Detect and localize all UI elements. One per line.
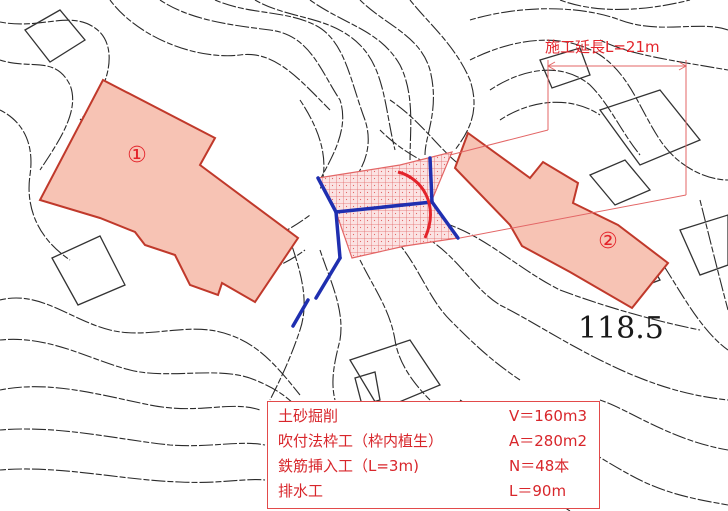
table-row: 吹付法枠工（枠内植生） A＝280m2 [278, 430, 598, 452]
table-row: 土砂掘削 V＝160m3 [278, 405, 598, 427]
building-2-footprint [453, 131, 670, 310]
length-dimension [449, 60, 688, 239]
work-item-quantity: N＝48本 [509, 457, 570, 475]
construction-length-label: 施工延長L=21m [545, 38, 660, 56]
elevation-label: 118.5 [578, 311, 664, 346]
building-1-marker: ① [127, 143, 147, 168]
table-row: 排水工 L＝90m [278, 480, 598, 502]
work-item-quantity: A＝280m2 [509, 432, 588, 450]
work-item-quantity: L＝90m [509, 482, 567, 500]
work-item-name: 吹付法枠工（枠内植生） [278, 432, 444, 450]
work-item-name: 排水工 [278, 482, 324, 500]
building-2-marker: ② [598, 229, 618, 254]
work-item-name: 土砂掘削 [278, 407, 339, 425]
table-row: 鉄筋挿入工（L=3m) N＝48本 [278, 455, 598, 477]
reinforcement-arc [397, 170, 432, 239]
work-item-name: 鉄筋挿入工（L=3m) [278, 457, 419, 475]
work-item-quantity: V＝160m3 [509, 407, 588, 425]
drainage-lines [291, 156, 460, 328]
building-1-footprint [38, 78, 300, 304]
work-quantity-table: 土砂掘削 V＝160m3 吹付法枠工（枠内植生） A＝280m2 鉄筋挿入工（L… [267, 401, 600, 509]
